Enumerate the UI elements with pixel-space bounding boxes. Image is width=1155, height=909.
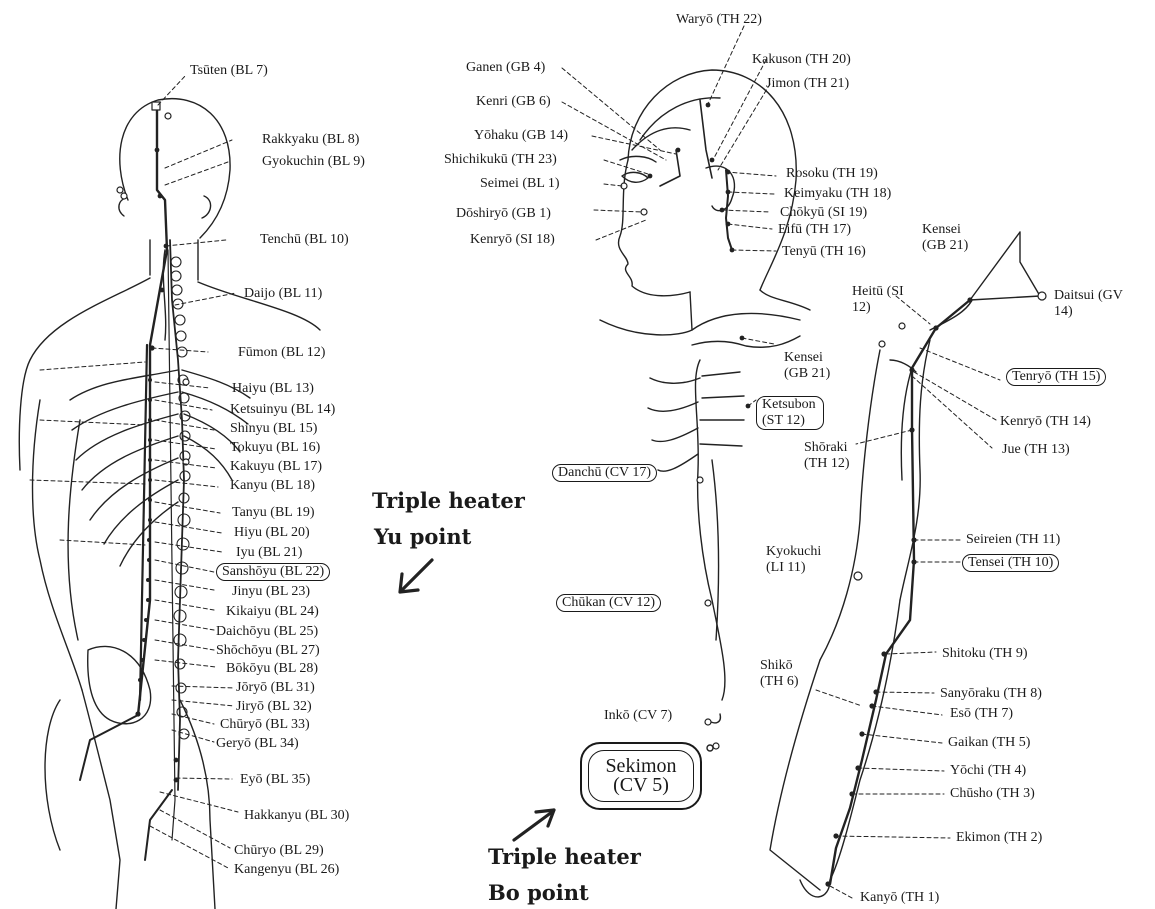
sekimon-code: (CV 5) [589, 776, 693, 795]
label-bl1: Seimei (BL 1) [480, 176, 560, 192]
label-th23: Shichikukū (TH 23) [444, 152, 557, 168]
label-bl34: Geryō (BL 34) [216, 736, 299, 752]
label-gb14: Yōhaku (GB 14) [474, 128, 568, 144]
label-bl13: Haiyu (BL 13) [232, 381, 314, 397]
label-bl23: Jinyu (BL 23) [232, 584, 310, 600]
label-th19: Rosoku (TH 19) [786, 166, 878, 182]
label-bl8: Rakkyaku (BL 8) [262, 132, 359, 148]
label-gb21: Kensei (GB 21) [784, 350, 848, 382]
yu-annotation-line1: Triple heater [372, 488, 525, 513]
sekimon-callout: Sekimon (CV 5) [580, 742, 702, 810]
label-bl21: Iyu (BL 21) [236, 545, 302, 561]
bo-annotation-line1: Triple heater [488, 844, 641, 869]
yu-arrow [400, 560, 432, 592]
label-th11: Seireien (TH 11) [966, 532, 1060, 548]
label-si18: Kenryō (SI 18) [470, 232, 555, 248]
label-th4: Yōchi (TH 4) [950, 763, 1026, 779]
label-bl32: Jiryō (BL 32) [236, 699, 312, 715]
label-bl29: Chūryo (BL 29) [234, 843, 324, 859]
label-th12: Shōraki (TH 12) [804, 440, 864, 472]
label-bl16: Tokuyu (BL 16) [230, 440, 320, 456]
label-bl20: Hiyu (BL 20) [234, 525, 310, 541]
label-th2: Ekimon (TH 2) [956, 830, 1042, 846]
label-gv14: Daitsui (GV 14) [1054, 288, 1134, 320]
label-bl24: Kikaiyu (BL 24) [226, 604, 319, 620]
yu-annotation-line2: Yu point [374, 524, 471, 549]
label-bl28: Bōkōyu (BL 28) [226, 661, 318, 677]
label-th15-highlight: Tenryō (TH 15) [1006, 368, 1106, 386]
bo-arrow [514, 810, 554, 840]
label-th13: Jue (TH 13) [1002, 442, 1070, 458]
label-th17: Eifū (TH 17) [778, 222, 851, 238]
label-th21: Jimon (TH 21) [766, 76, 849, 92]
label-cv12-highlight: Chūkan (CV 12) [556, 594, 661, 612]
label-li11: Kyokuchi (LI 11) [766, 544, 836, 576]
label-cv17-highlight: Danchū (CV 17) [552, 464, 657, 482]
label-th8: Sanyōraku (TH 8) [940, 686, 1042, 702]
label-bl25: Daichōyu (BL 25) [216, 624, 318, 640]
label-th22: Waryō (TH 22) [676, 12, 762, 28]
label-th6: Shikō (TH 6) [760, 658, 810, 690]
label-th16: Tenyū (TH 16) [782, 244, 866, 260]
label-bl31: Jōryō (BL 31) [236, 680, 315, 696]
label-bl11: Daijo (BL 11) [244, 286, 322, 302]
label-si19: Chōkyū (SI 19) [780, 205, 867, 221]
label-bl19: Tanyu (BL 19) [232, 505, 314, 521]
label-th5: Gaikan (TH 5) [948, 735, 1030, 751]
label-bl9: Gyokuchin (BL 9) [262, 154, 365, 170]
label-bl18: Kanyu (BL 18) [230, 478, 315, 494]
label-bl22-highlight: Sanshōyu (BL 22) [216, 563, 330, 581]
label-th7: Esō (TH 7) [950, 706, 1013, 722]
label-bl14: Ketsuinyu (BL 14) [230, 402, 335, 418]
label-st12-highlight: Ketsubon (ST 12) [756, 396, 824, 430]
label-gb21-top: Kensei (GB 21) [922, 222, 982, 254]
label-bl35: Eyō (BL 35) [240, 772, 310, 788]
head-figure [562, 26, 810, 749]
label-bl7: Tsūten (BL 7) [190, 63, 268, 79]
label-th18: Keimyaku (TH 18) [784, 186, 891, 202]
label-bl15: Shinyu (BL 15) [230, 421, 317, 437]
label-bl30: Hakkanyu (BL 30) [244, 808, 349, 824]
label-th20: Kakuson (TH 20) [752, 52, 851, 68]
label-th14: Kenryō (TH 14) [1000, 414, 1091, 430]
label-bl17: Kakuyu (BL 17) [230, 459, 322, 475]
label-th1: Kanyō (TH 1) [860, 890, 939, 906]
label-si12: Heitū (SI 12) [852, 284, 908, 316]
label-cv7: Inkō (CV 7) [604, 708, 672, 724]
label-bl10: Tenchū (BL 10) [260, 232, 349, 248]
sekimon-callout-inner: Sekimon (CV 5) [588, 750, 694, 802]
label-gb1: Dōshiryō (GB 1) [456, 206, 551, 222]
label-gb6: Kenri (GB 6) [476, 94, 551, 110]
label-bl12: Fūmon (BL 12) [238, 345, 325, 361]
label-th10-highlight: Tensei (TH 10) [962, 554, 1059, 572]
label-th3: Chūsho (TH 3) [950, 786, 1035, 802]
label-bl26: Kangenyu (BL 26) [234, 862, 339, 878]
label-bl33: Chūryō (BL 33) [220, 717, 310, 733]
bo-annotation-line2: Bo point [488, 880, 589, 905]
label-gb4: Ganen (GB 4) [466, 60, 545, 76]
label-bl27: Shōchōyu (BL 27) [216, 643, 320, 659]
label-th9: Shitoku (TH 9) [942, 646, 1028, 662]
